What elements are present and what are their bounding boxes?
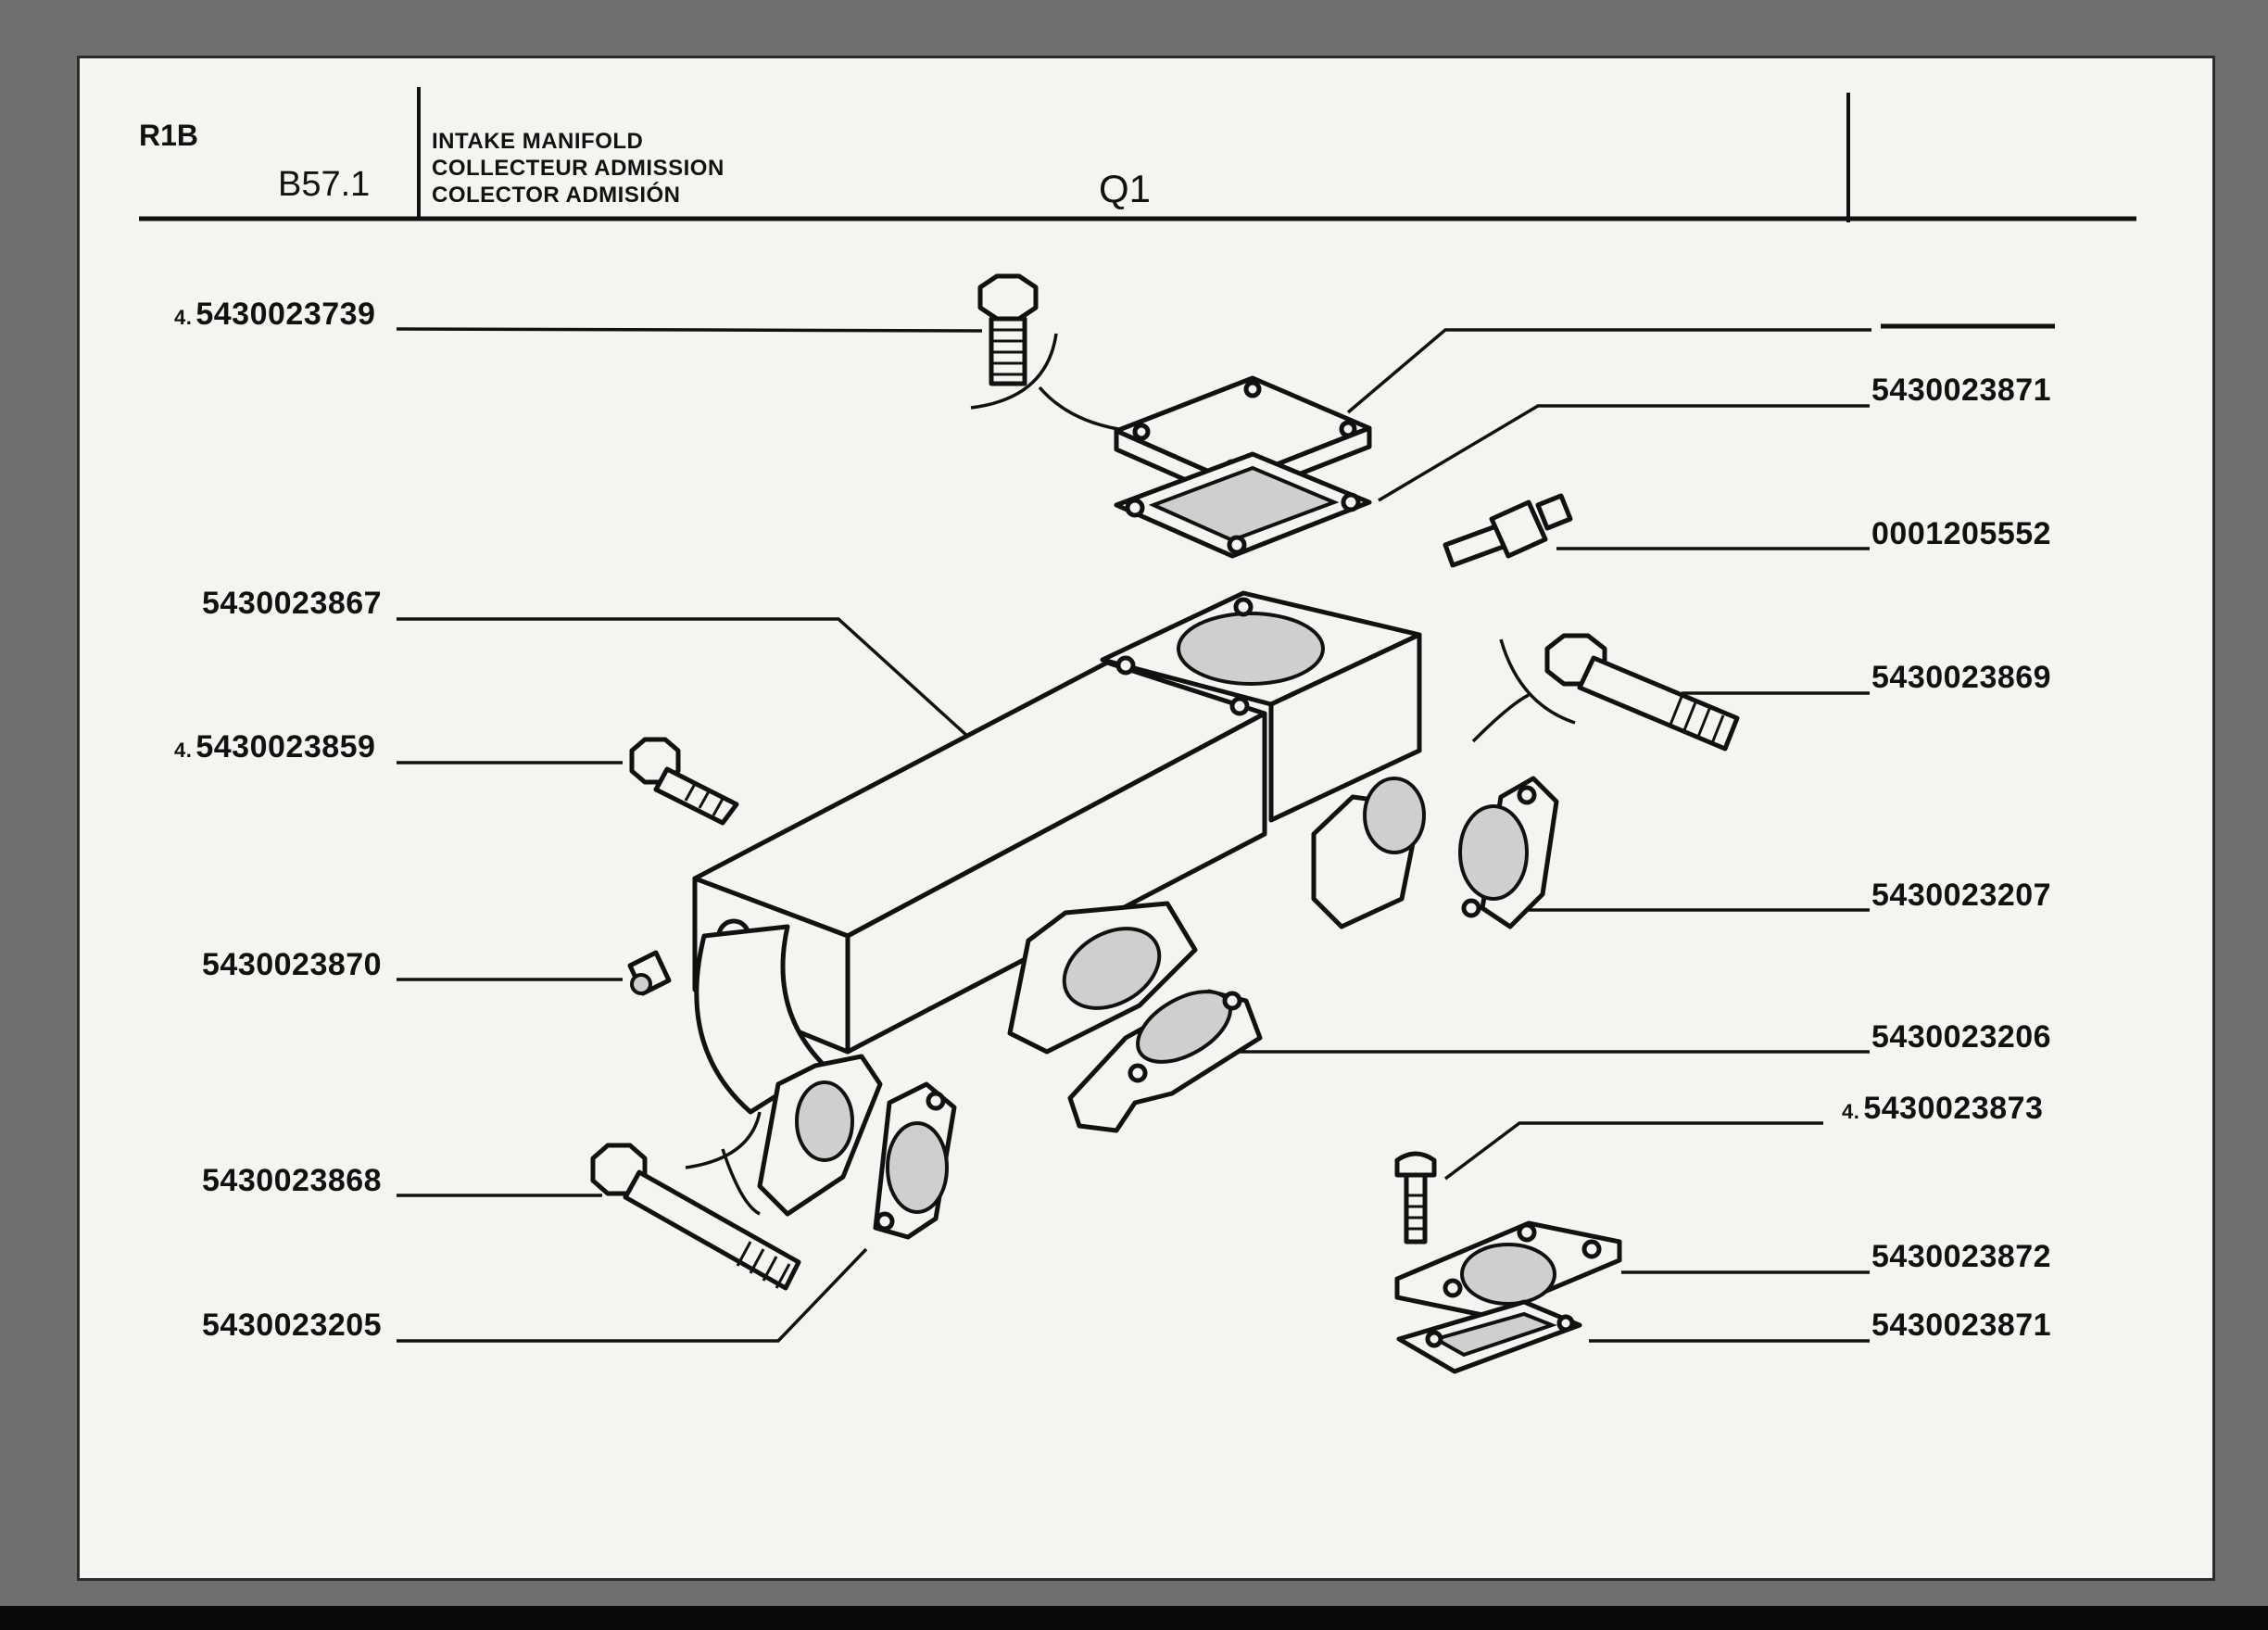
title-spanish: COLECTOR ADMISIÓN (432, 183, 681, 208)
hex-bolt-left (629, 737, 739, 826)
callout-bolt-top[interactable]: 4.5430023739 (174, 297, 376, 332)
gasket-center (1067, 989, 1263, 1133)
gasket-left (873, 1081, 957, 1240)
callout-long-bolt-right[interactable]: 5430023869 (1871, 660, 2052, 695)
flange-plate (1394, 1220, 1622, 1319)
callout-plug[interactable]: 5430023870 (202, 947, 383, 982)
hex-bolt-top (970, 273, 1119, 431)
gasket-right (1458, 776, 1559, 929)
long-bolt-left (590, 1111, 801, 1291)
title-english: INTAKE MANIFOLD (432, 129, 644, 154)
callout-long-bolt-left[interactable]: 5430023868 (202, 1163, 383, 1198)
callout-gasket-left[interactable]: 5430023205 (202, 1308, 383, 1343)
gasket-top (1114, 451, 1372, 559)
section-number: B57.1 (278, 165, 371, 204)
callout-manifold[interactable]: 5430023867 (202, 586, 383, 621)
scan-bottom-edge (0, 1606, 2268, 1630)
small-screw (1394, 1151, 1437, 1245)
callout-screw-small[interactable]: 4.5430023873 (1842, 1091, 2044, 1126)
callout-bolt-left[interactable]: 4.5430023859 (174, 729, 376, 764)
callout-gasket-top[interactable]: 5430023871 (1871, 373, 2052, 408)
long-bolt-right (1471, 633, 1740, 752)
leader-lines (396, 323, 2055, 1343)
callout-temp-sensor[interactable]: 0001205552 (1871, 516, 2052, 551)
callout-flange-plate[interactable]: 5430023872 (1871, 1239, 2052, 1274)
group-code: Q1 (1099, 167, 1152, 210)
gasket-bottom (1396, 1299, 1582, 1374)
title-french: COLLECTEUR ADMISSION (432, 156, 724, 181)
callout-gasket-bottom[interactable]: 5430023871 (1871, 1308, 2052, 1343)
callout-gasket-center[interactable]: 5430023206 (1871, 1019, 2052, 1055)
intake-manifold (692, 590, 1426, 1217)
threaded-plug (627, 950, 672, 996)
temperature-sensor (1443, 493, 1573, 568)
callout-gasket-right[interactable]: 5430023207 (1871, 878, 2052, 913)
model-code: R1B (139, 119, 199, 152)
